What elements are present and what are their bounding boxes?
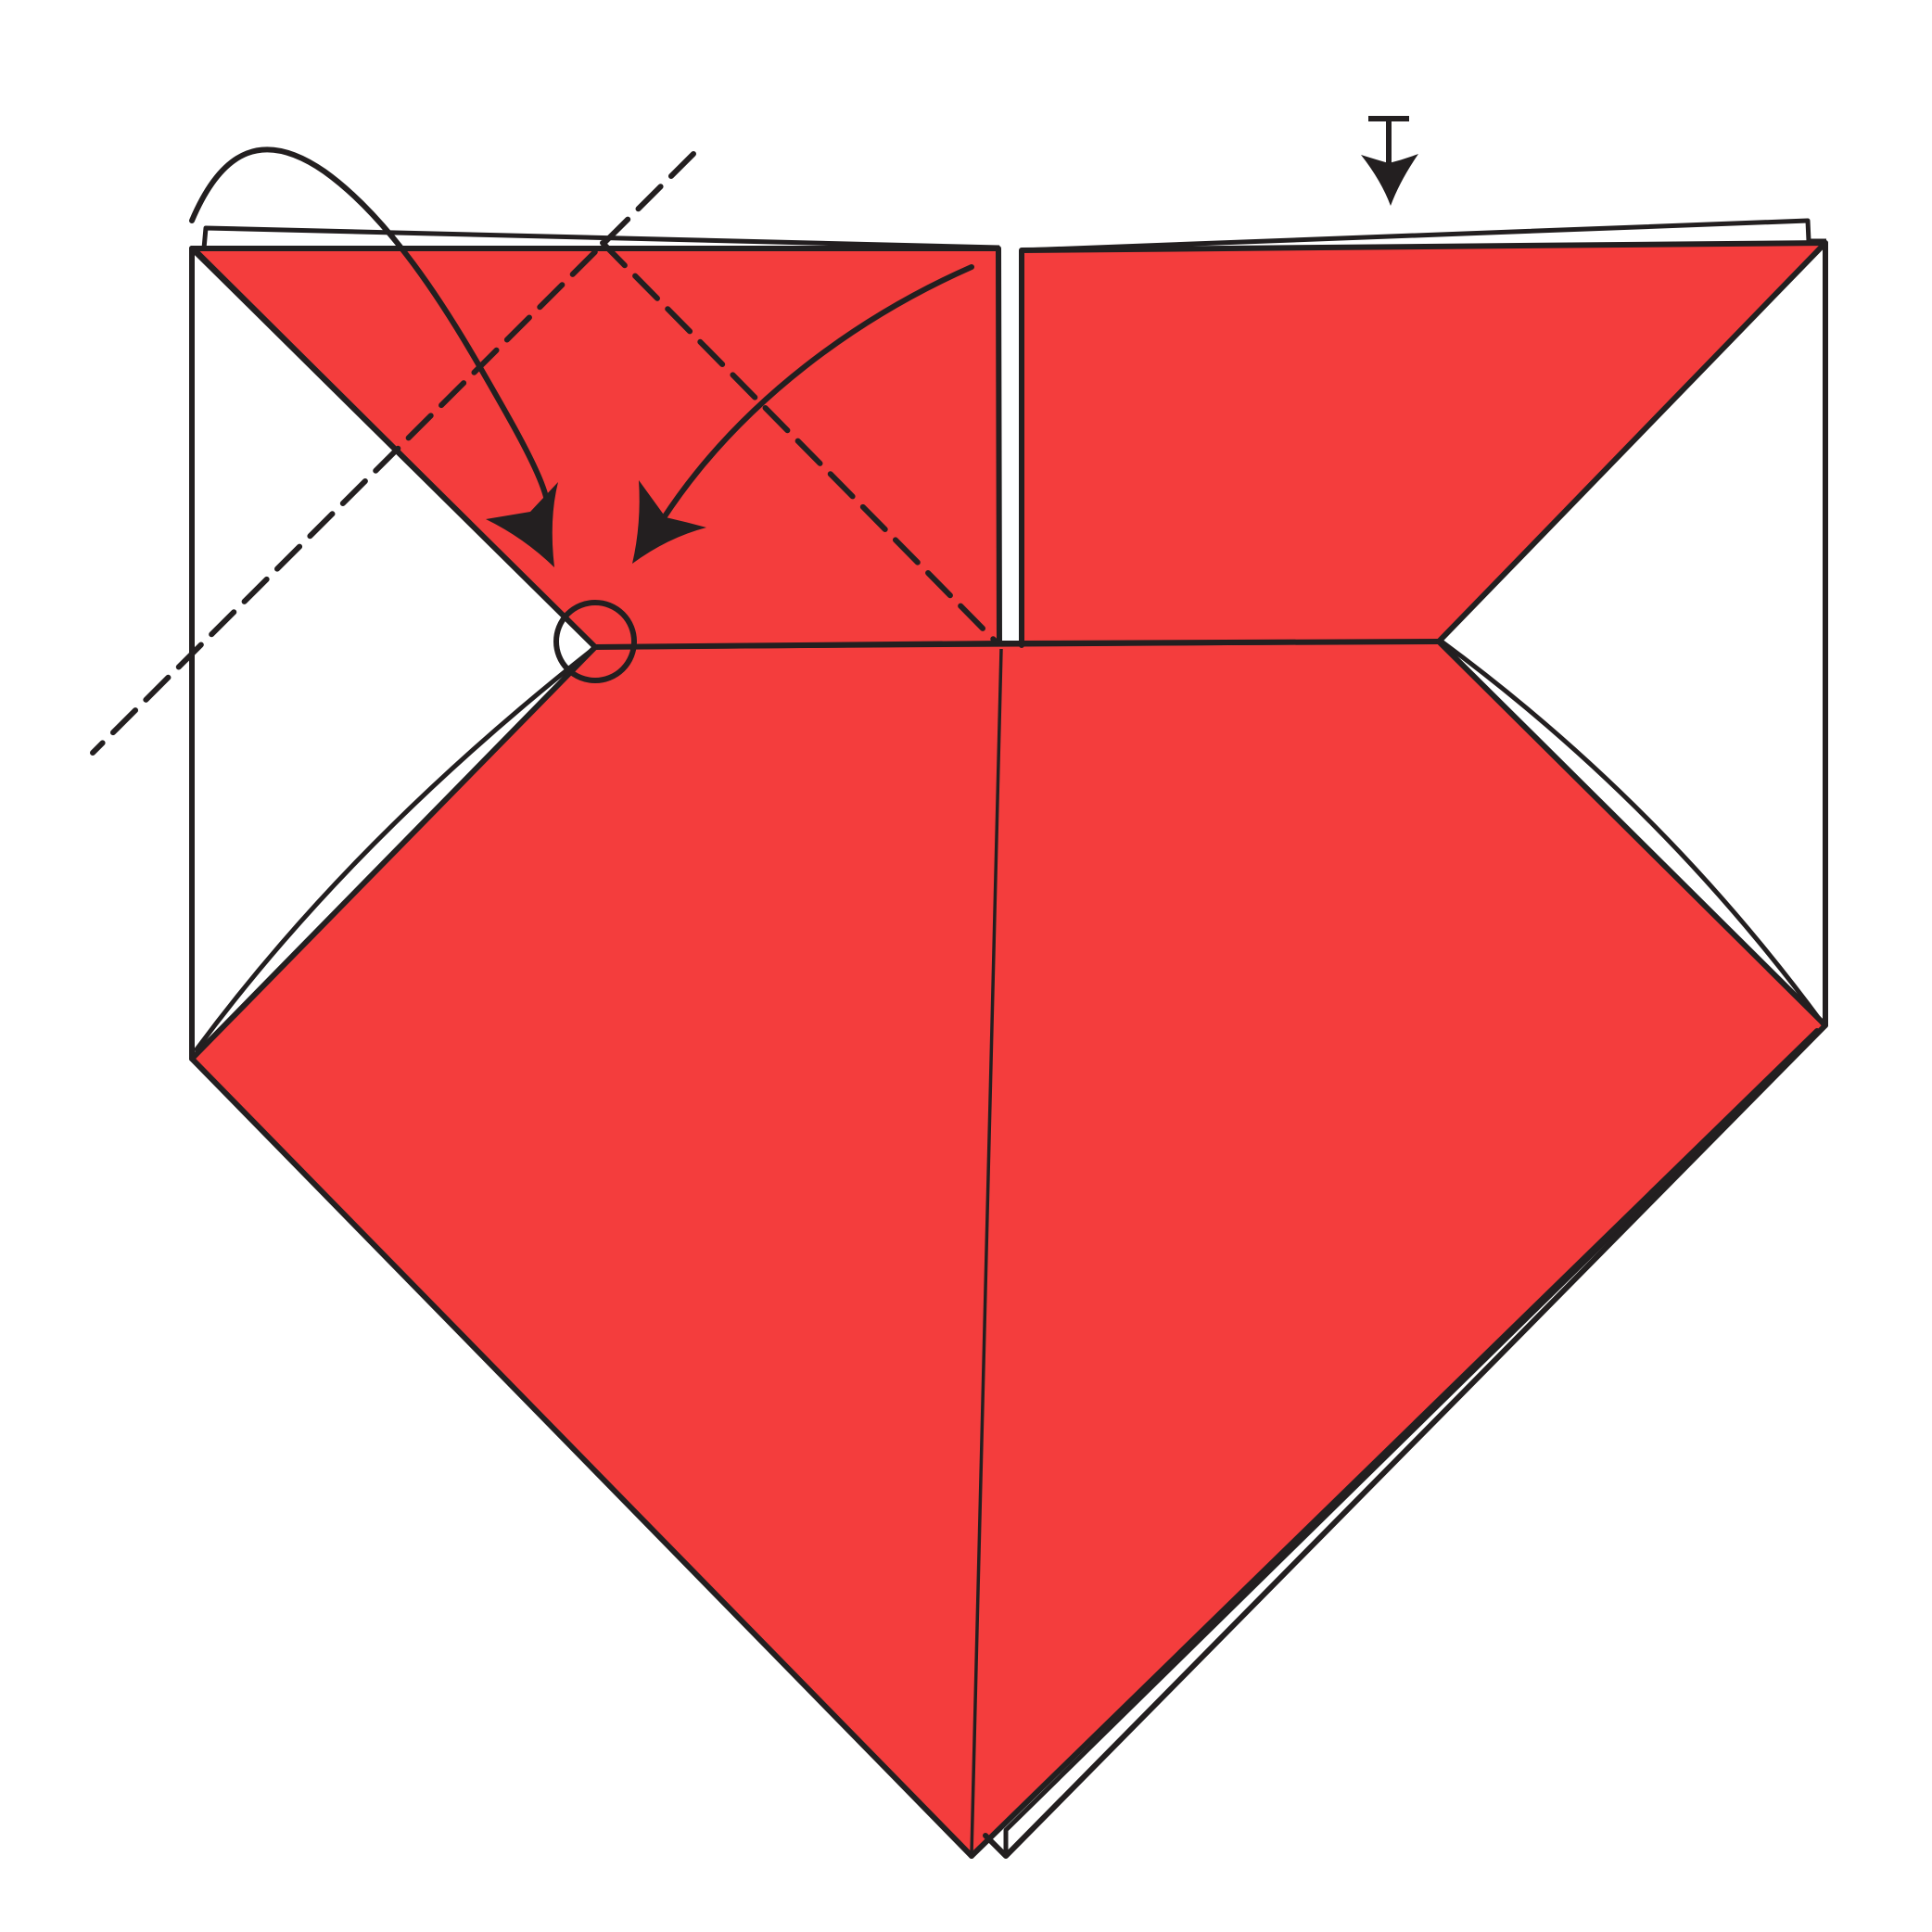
mountain-fold-arrow-path	[189, 146, 552, 523]
left-upper-diagonal	[189, 246, 598, 650]
white-panels	[192, 243, 1825, 1059]
valley-fold-line-left	[90, 151, 696, 756]
left-curved-edge	[194, 646, 596, 1052]
left-back-flap-edge	[201, 225, 1000, 250]
mountain-fold-arrowhead	[486, 482, 558, 567]
valley-fold-line-right	[600, 240, 998, 644]
outlines	[189, 240, 1828, 1859]
right-white-panel	[1439, 243, 1825, 1025]
middle-horizontal-edge	[592, 639, 1442, 650]
arrowheads	[486, 154, 1418, 567]
right-top-edge	[1019, 240, 1828, 1028]
lower-right-diagonal	[983, 639, 1828, 1859]
right-upper-diagonal	[1436, 240, 1828, 644]
lower-left-diagonal	[189, 644, 974, 1859]
unfold-arrowhead	[1361, 154, 1418, 206]
left-white-panel	[192, 248, 595, 1059]
unfold-symbol	[1368, 116, 1409, 167]
valley-fold-arrow-path	[660, 264, 974, 522]
left-top-edge	[189, 246, 1002, 646]
valley-fold-lines	[90, 151, 998, 756]
fold-arrows	[189, 146, 974, 523]
center-crease-line	[970, 648, 1003, 1855]
lower-right-inner-diagonal	[969, 1028, 1820, 1859]
reference-point-circle	[553, 600, 637, 683]
valley-fold-arrowhead	[632, 480, 706, 564]
right-curved-edge	[1439, 639, 1825, 1026]
curved-edges	[194, 639, 1825, 1052]
